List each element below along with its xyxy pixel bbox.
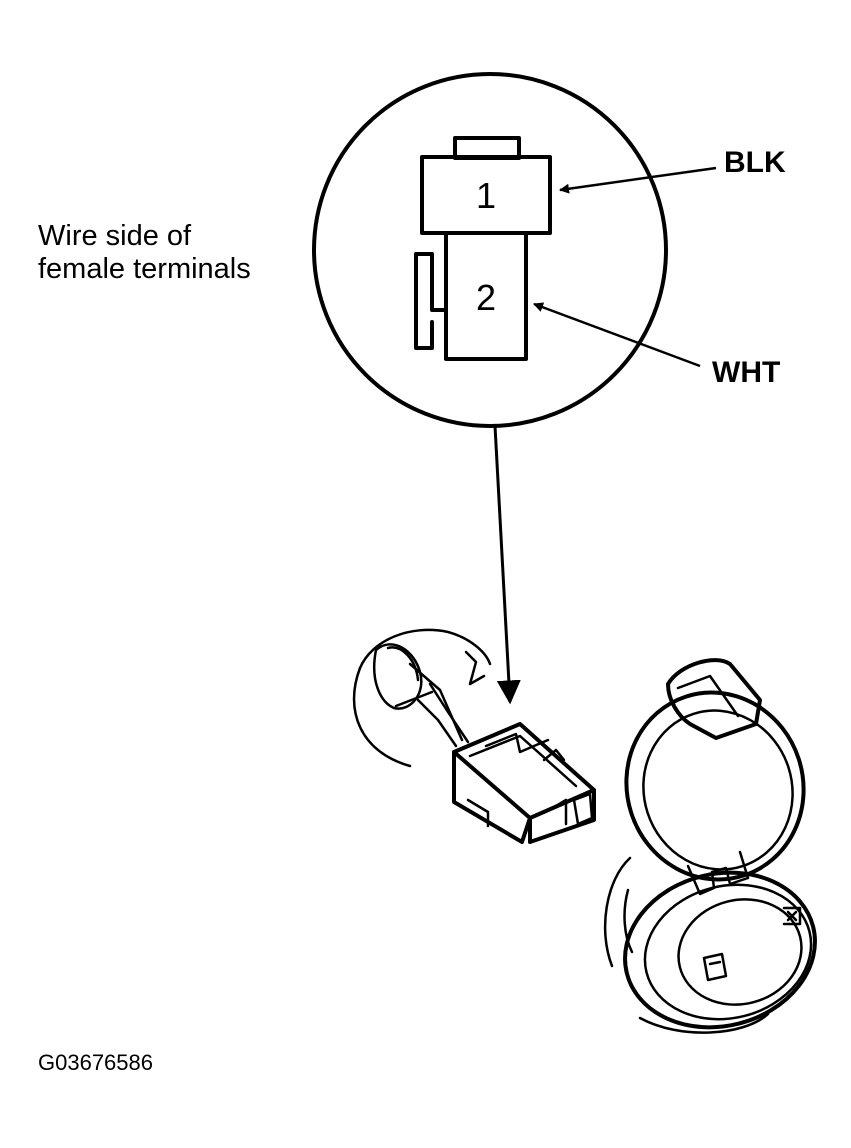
wire-side-label-line2: female terminals xyxy=(38,253,251,285)
blk-leader-arrow xyxy=(559,166,717,194)
blk-wire-label: BLK xyxy=(724,146,786,179)
wht-leader-arrow xyxy=(533,302,701,368)
accessory-socket-illustration xyxy=(603,658,817,1034)
detail-magnifier: 1 2 xyxy=(312,72,717,428)
wire-side-label-line1: Wire side of xyxy=(38,220,192,252)
terminal-2-cavity: 2 xyxy=(414,231,528,361)
wht-wire-label: WHT xyxy=(712,356,780,389)
harness-connector-illustration xyxy=(352,628,596,844)
detail-circle xyxy=(312,72,668,428)
figure-id: G03676586 xyxy=(38,1050,153,1075)
terminal-2-label: 2 xyxy=(476,277,496,318)
terminal-1-cavity: 1 xyxy=(420,136,552,235)
terminal-1-label: 1 xyxy=(476,175,496,216)
detail-pointer-arrow xyxy=(493,425,521,705)
